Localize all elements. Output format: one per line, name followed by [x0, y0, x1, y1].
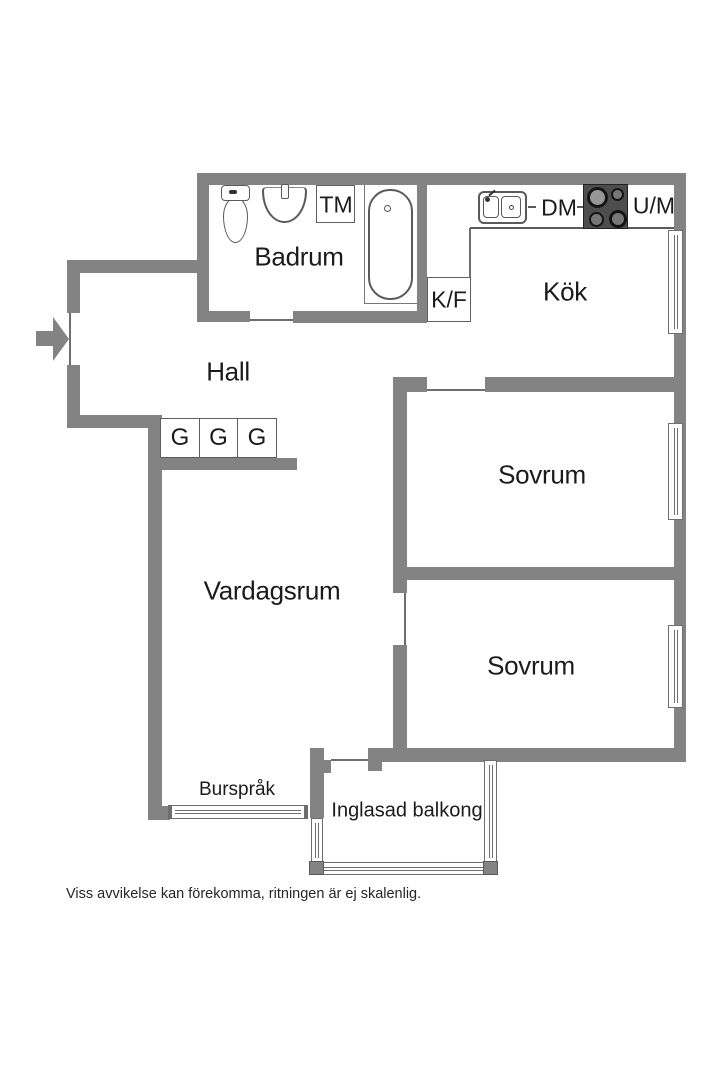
entrance-arrow-icon — [36, 331, 54, 346]
sink-basin-left — [483, 196, 499, 218]
burner-icon — [589, 212, 604, 227]
wardrobe-box: G — [237, 418, 277, 458]
room-label-bursprak: Burspråk — [198, 779, 276, 800]
window-bursprak — [168, 805, 308, 819]
balcony-glass-right — [484, 760, 497, 863]
room-label-badrum: Badrum — [254, 241, 344, 272]
window-glazing — [175, 810, 301, 814]
wardrobe-row: G G G — [160, 418, 277, 458]
disclaimer-text: Viss avvikelse kan förekomma, ritningen … — [66, 886, 422, 902]
wall-balcony-left-stub — [322, 760, 331, 773]
wall-badrum-bottom-right — [293, 311, 427, 323]
wall-hall-bottom — [67, 415, 162, 428]
wall-kok-sovrum1 — [485, 377, 680, 392]
fridge-freezer-label: K/F — [431, 286, 467, 313]
wall-bursprak-corner — [148, 806, 170, 820]
room-label-hall: Hall — [206, 356, 250, 387]
wall-hall-top — [67, 260, 197, 273]
counter-joint-right — [577, 206, 583, 208]
wall-bottom — [368, 748, 680, 762]
wall-entry-lower — [67, 365, 80, 427]
wall-bottom-tab — [368, 762, 382, 771]
wall-sovrum1-door-stub — [407, 377, 427, 392]
bathtub-drain-icon — [384, 205, 391, 212]
wall-sovrum-divider — [393, 567, 680, 580]
wall-badrum-bottom-left — [197, 311, 250, 322]
sovrum2-door-line — [404, 593, 406, 645]
fridge-freezer-box — [427, 277, 471, 322]
wall-mid-vertical-lower — [393, 645, 407, 762]
window-glazing — [315, 866, 493, 871]
balcony-glass-bottom — [311, 862, 497, 875]
wall-badrum-left — [197, 173, 209, 322]
wall-mid-vertical-upper — [393, 377, 407, 593]
wardrobe-box: G — [198, 418, 239, 458]
window-glazing — [673, 428, 678, 515]
wall-balcony-left — [310, 748, 324, 818]
window-sovrum1 — [668, 423, 683, 520]
window-glazing — [673, 235, 678, 329]
sink-basin-right — [501, 196, 521, 218]
toilet-icon — [223, 197, 248, 243]
wall-top — [197, 173, 686, 185]
washing-machine-label: TM — [319, 191, 353, 218]
burner-icon — [611, 188, 624, 201]
window-kok — [668, 230, 683, 334]
window-sovrum2 — [668, 625, 683, 708]
room-label-vardagsrum: Vardagsrum — [203, 575, 341, 606]
washing-machine-box — [316, 185, 355, 223]
dishwasher-label: DM — [541, 194, 577, 221]
room-label-sovrum1: Sovrum — [498, 459, 586, 490]
entry-door-line — [69, 313, 71, 365]
stove-icon — [583, 184, 628, 229]
room-label-sovrum2: Sovrum — [487, 650, 575, 681]
wardrobe-box: G — [160, 418, 200, 458]
balcony-post-left — [309, 861, 324, 875]
wall-under-wardrobes — [160, 458, 297, 470]
burner-icon — [587, 187, 608, 208]
bathtub-icon — [368, 189, 413, 300]
window-glazing — [488, 765, 493, 858]
sovrum1-door-line — [427, 389, 485, 391]
wall-entry-upper — [67, 260, 80, 313]
wall-vardagsrum-left — [148, 415, 162, 820]
oven-micro-label: U/M — [632, 192, 676, 219]
counter-joint-left — [528, 206, 536, 208]
kitchen-sink-icon — [478, 189, 527, 224]
sink-faucet-icon — [485, 197, 490, 202]
balcony-glass-left — [311, 818, 323, 863]
badrum-door-line — [250, 319, 293, 321]
balcony-door-line — [331, 759, 368, 761]
window-glazing — [315, 823, 319, 858]
wall-badrum-right — [417, 185, 427, 323]
toilet-flush-icon — [229, 190, 237, 194]
window-glazing — [673, 630, 678, 703]
kitchen-edge-line — [469, 228, 471, 278]
burner-icon — [609, 210, 627, 228]
balcony-post-right — [483, 861, 498, 875]
room-label-kok: Kök — [543, 276, 587, 307]
entrance-arrow-head-icon — [53, 317, 69, 361]
bathroom-faucet-icon — [281, 184, 289, 199]
sink-drain-icon — [509, 205, 514, 210]
room-label-balkong: Inglasad balkong — [331, 799, 483, 822]
